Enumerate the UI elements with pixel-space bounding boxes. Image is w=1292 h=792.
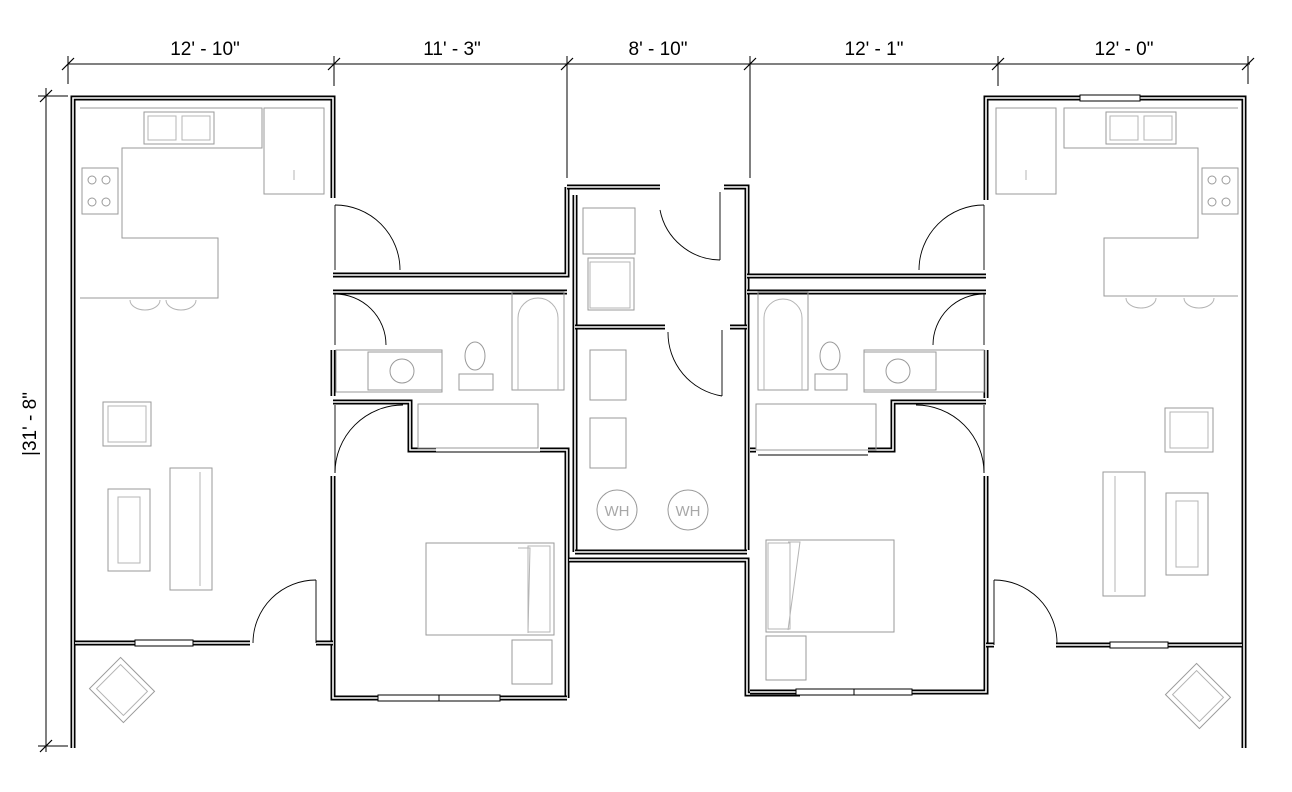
laundry (582, 192, 723, 397)
right-fridge-icon (995, 107, 1057, 195)
left-bathroom (335, 291, 565, 393)
right-doors (758, 204, 1058, 645)
right-sink-icon (863, 351, 937, 391)
right-nightstand-icon (765, 635, 807, 681)
left-doors (252, 204, 540, 644)
water-heater-2-icon (667, 489, 709, 531)
right-top-window (1079, 94, 1141, 102)
left-bed-icon (425, 542, 555, 636)
right-unit-walls (747, 95, 1247, 748)
left-armchair-icon (102, 401, 152, 447)
left-living-window (134, 639, 194, 647)
right-bathtub-icon (757, 291, 809, 391)
left-kitchen (80, 107, 325, 311)
right-coffee-table-icon (1165, 492, 1209, 576)
utility-core: WH WH (567, 184, 800, 697)
left-unit-walls (70, 95, 570, 748)
left-nightstand-icon (511, 639, 553, 685)
left-stove-icon (81, 167, 119, 215)
right-sofa-icon (1102, 471, 1146, 597)
left-toilet-icon (464, 341, 486, 371)
hvac-unit-2-icon (589, 417, 627, 469)
left-bathtub-icon (511, 291, 565, 391)
dim-width-2: 11' - 3" (423, 39, 481, 60)
dim-width-3: 8' - 10" (629, 39, 688, 60)
left-living-furniture (88, 401, 213, 724)
washer-icon (582, 207, 636, 255)
left-fridge-icon (263, 107, 325, 195)
dim-height: |31' - 8" (20, 392, 41, 456)
right-living-furniture (1102, 407, 1232, 730)
right-armchair-icon (1164, 407, 1214, 453)
dryer-icon (587, 257, 635, 311)
right-patio-chair-icon (1164, 662, 1232, 730)
right-bathroom (757, 291, 985, 393)
dim-width-4: 12' - 1" (845, 39, 904, 60)
right-unit (747, 94, 1247, 748)
left-bedroom (417, 403, 555, 685)
right-kitchen (995, 107, 1239, 309)
hvac-unit-1-icon (589, 349, 627, 401)
left-coffee-table-icon (107, 488, 151, 572)
right-toilet-icon (819, 341, 841, 371)
right-living-window (1109, 641, 1169, 649)
right-stove-icon (1201, 167, 1239, 215)
dimension-lines (38, 56, 1255, 753)
dim-width-1: 12' - 10" (170, 39, 240, 60)
dim-width-5: 12' - 0" (1095, 39, 1154, 60)
left-sink-icon (367, 351, 443, 391)
left-patio-chair-icon (88, 656, 156, 724)
left-unit (70, 95, 570, 748)
water-heater-1-label: WH (605, 503, 630, 520)
water-heater-1-icon (596, 489, 638, 531)
right-bed-icon (765, 539, 895, 633)
mechanical: WH WH (589, 349, 709, 531)
right-bedroom (755, 403, 895, 681)
water-heater-2-label: WH (676, 503, 701, 520)
left-sofa-icon (169, 467, 213, 591)
